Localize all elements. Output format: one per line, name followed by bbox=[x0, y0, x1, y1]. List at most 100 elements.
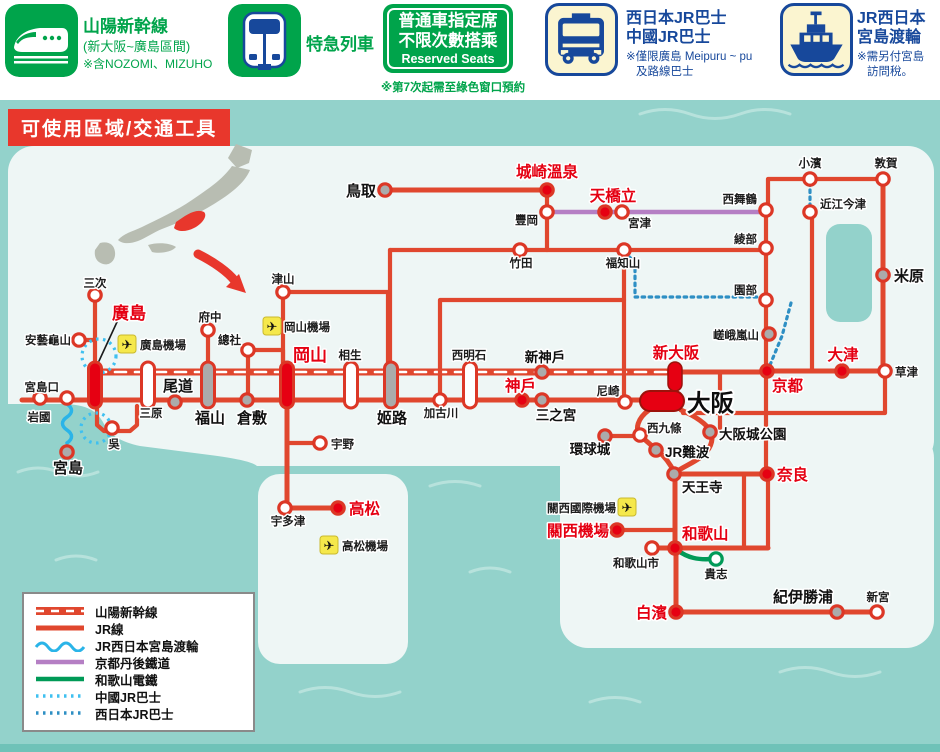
station-dot bbox=[377, 182, 393, 198]
station-dot bbox=[277, 500, 293, 516]
airport-icon bbox=[262, 316, 282, 336]
station-dot bbox=[875, 267, 891, 283]
station-label: 三次 bbox=[84, 276, 107, 290]
sea-wave bbox=[298, 686, 402, 698]
legend-swatch-jr bbox=[36, 625, 84, 631]
station-label: 宇多津 bbox=[271, 514, 306, 528]
reserved-line3: Reserved Seats bbox=[401, 51, 495, 66]
osaka-loop-line bbox=[635, 407, 677, 475]
station-dot bbox=[834, 363, 850, 379]
rail-line bbox=[280, 289, 391, 365]
map-label: 新大阪 bbox=[653, 343, 700, 362]
station-label: 關西機場 bbox=[547, 521, 610, 540]
map-label: 尾道 bbox=[163, 377, 193, 395]
badge-ferry-note1: ※需另付宮島 bbox=[857, 51, 925, 63]
station-dot bbox=[758, 292, 774, 308]
station-label: 尼崎 bbox=[597, 384, 620, 398]
map-label: 廣島 bbox=[112, 303, 146, 323]
map-label: 相生 bbox=[339, 348, 362, 362]
station-label: 府中 bbox=[199, 310, 222, 324]
station-label: 津山 bbox=[272, 272, 295, 286]
station-label: 宮島 bbox=[53, 459, 83, 477]
locator-arrow-head bbox=[226, 274, 246, 293]
station-capsule bbox=[343, 360, 359, 410]
legend-swatch-ferry bbox=[34, 641, 86, 652]
airplane-glyph: ✈ bbox=[622, 500, 633, 515]
minimap-shikoku bbox=[148, 243, 176, 253]
station-label: 總社 bbox=[218, 333, 241, 347]
airplane-glyph: ✈ bbox=[324, 538, 335, 553]
airport-label: 廣島機場 bbox=[140, 338, 186, 352]
legend-swatch-tango bbox=[36, 659, 84, 665]
bus-icon bbox=[545, 3, 618, 76]
station-dot bbox=[667, 540, 683, 556]
station-label: 安藝龜山 bbox=[25, 333, 71, 347]
station-dot bbox=[617, 394, 633, 410]
airport-label: 岡山機場 bbox=[284, 320, 330, 334]
map-label: 大阪 bbox=[687, 390, 735, 416]
chugoku-bus-loop bbox=[80, 337, 118, 375]
station-label: 新宮 bbox=[867, 590, 890, 604]
station-capsule-shin-osaka bbox=[667, 361, 683, 392]
sea-wave bbox=[468, 566, 512, 574]
jr-west-bus-route bbox=[623, 250, 762, 299]
sea-wave bbox=[16, 466, 100, 478]
land-kii bbox=[560, 430, 934, 648]
station-label: 新神戶 bbox=[525, 349, 566, 365]
station-label: 神戶 bbox=[505, 376, 536, 395]
locator-arrow bbox=[193, 249, 240, 286]
station-label: 京都 bbox=[772, 376, 804, 395]
station-dot bbox=[240, 342, 256, 358]
map-label: 姬路 bbox=[377, 409, 408, 427]
station-dot bbox=[312, 435, 328, 451]
station-label: 嵯峨嵐山 bbox=[713, 328, 759, 342]
rail-line bbox=[245, 347, 286, 366]
land-honshu bbox=[8, 146, 934, 466]
reserved-box-border bbox=[387, 8, 509, 69]
badge-shinkansen-sub: (新大阪~廣島區間) bbox=[83, 39, 191, 54]
station-label: 紀伊勝浦 bbox=[773, 588, 833, 606]
airplane-glyph: ✈ bbox=[122, 337, 133, 352]
badge-express-title: 特急列車 bbox=[306, 35, 374, 54]
badge-ferry-note2: 訪問稅。 bbox=[867, 66, 913, 78]
badge-ferry-title1: JR西日本 bbox=[857, 10, 926, 27]
badge-shinkansen-title: 山陽新幹線 bbox=[83, 17, 168, 36]
station-label: 宮津 bbox=[628, 216, 651, 230]
station-dot bbox=[758, 202, 774, 218]
station-dot bbox=[759, 466, 775, 482]
reserved-seats-box: 普通車指定席 不限次數搭乘 Reserved Seats bbox=[383, 4, 513, 73]
minimap-honshu bbox=[118, 166, 250, 244]
legend-swatch-wakayama bbox=[36, 676, 84, 682]
sea-wave bbox=[54, 554, 98, 562]
station-dot bbox=[614, 204, 630, 220]
legend-label: 京都丹後鐵道 bbox=[95, 656, 171, 671]
station-label: 岩國 bbox=[27, 410, 51, 424]
station-capsule bbox=[383, 360, 399, 410]
station-capsule-osaka bbox=[639, 390, 685, 412]
station-label: 園部 bbox=[734, 283, 757, 297]
station-label: 綾部 bbox=[734, 232, 757, 246]
station-label: 宮島口 bbox=[25, 380, 60, 394]
airport-icon bbox=[319, 535, 339, 555]
station-dot bbox=[758, 240, 774, 256]
station-label: 竹田 bbox=[509, 256, 533, 270]
legend-label: JR線 bbox=[95, 622, 124, 637]
rail-line bbox=[680, 368, 888, 416]
station-label: 大阪城公園 bbox=[719, 426, 787, 442]
legend-label: 山陽新幹線 bbox=[95, 605, 158, 620]
station-label: 加古川 bbox=[423, 406, 459, 420]
station-dot bbox=[666, 466, 682, 482]
rail-line bbox=[765, 176, 886, 213]
sea-wave bbox=[778, 666, 882, 678]
legend-item-jr: JR線 bbox=[34, 620, 243, 637]
station-dot bbox=[875, 171, 891, 187]
station-dot bbox=[616, 242, 632, 258]
station-label: 福知山 bbox=[605, 256, 641, 270]
station-label: 西九條 bbox=[647, 421, 682, 435]
station-label: 草津 bbox=[895, 365, 918, 379]
station-capsule bbox=[462, 360, 478, 410]
station-dot bbox=[71, 332, 87, 348]
station-label: 米原 bbox=[894, 267, 924, 285]
